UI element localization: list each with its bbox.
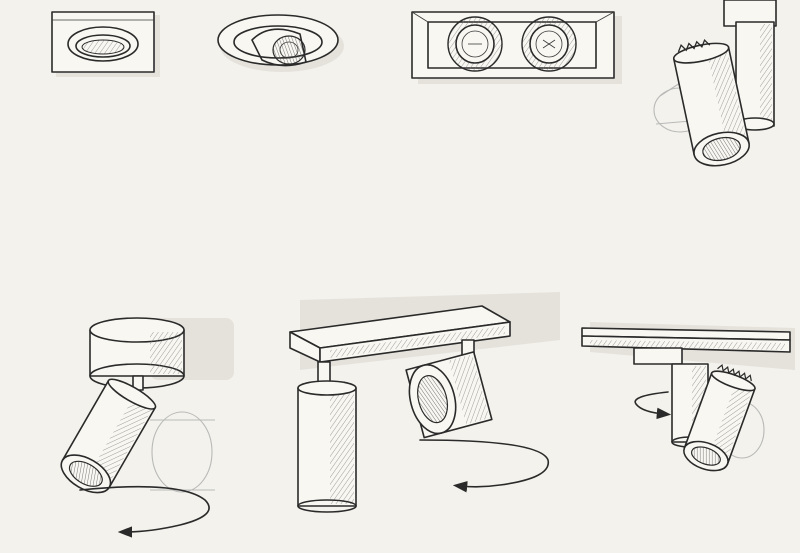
rotating-cylinder-spotlight xyxy=(653,0,777,167)
round-adjustable-recessed-downlight xyxy=(217,14,344,72)
surface-mounted-spot-with-rotation-arrow xyxy=(60,317,234,538)
twin-bar-spotlight-with-rotation-arrow xyxy=(289,292,560,513)
square-recessed-downlight xyxy=(51,11,160,77)
track-spotlight-with-rotation-arrow xyxy=(581,322,795,472)
double-recessed-spotlight xyxy=(411,11,622,84)
